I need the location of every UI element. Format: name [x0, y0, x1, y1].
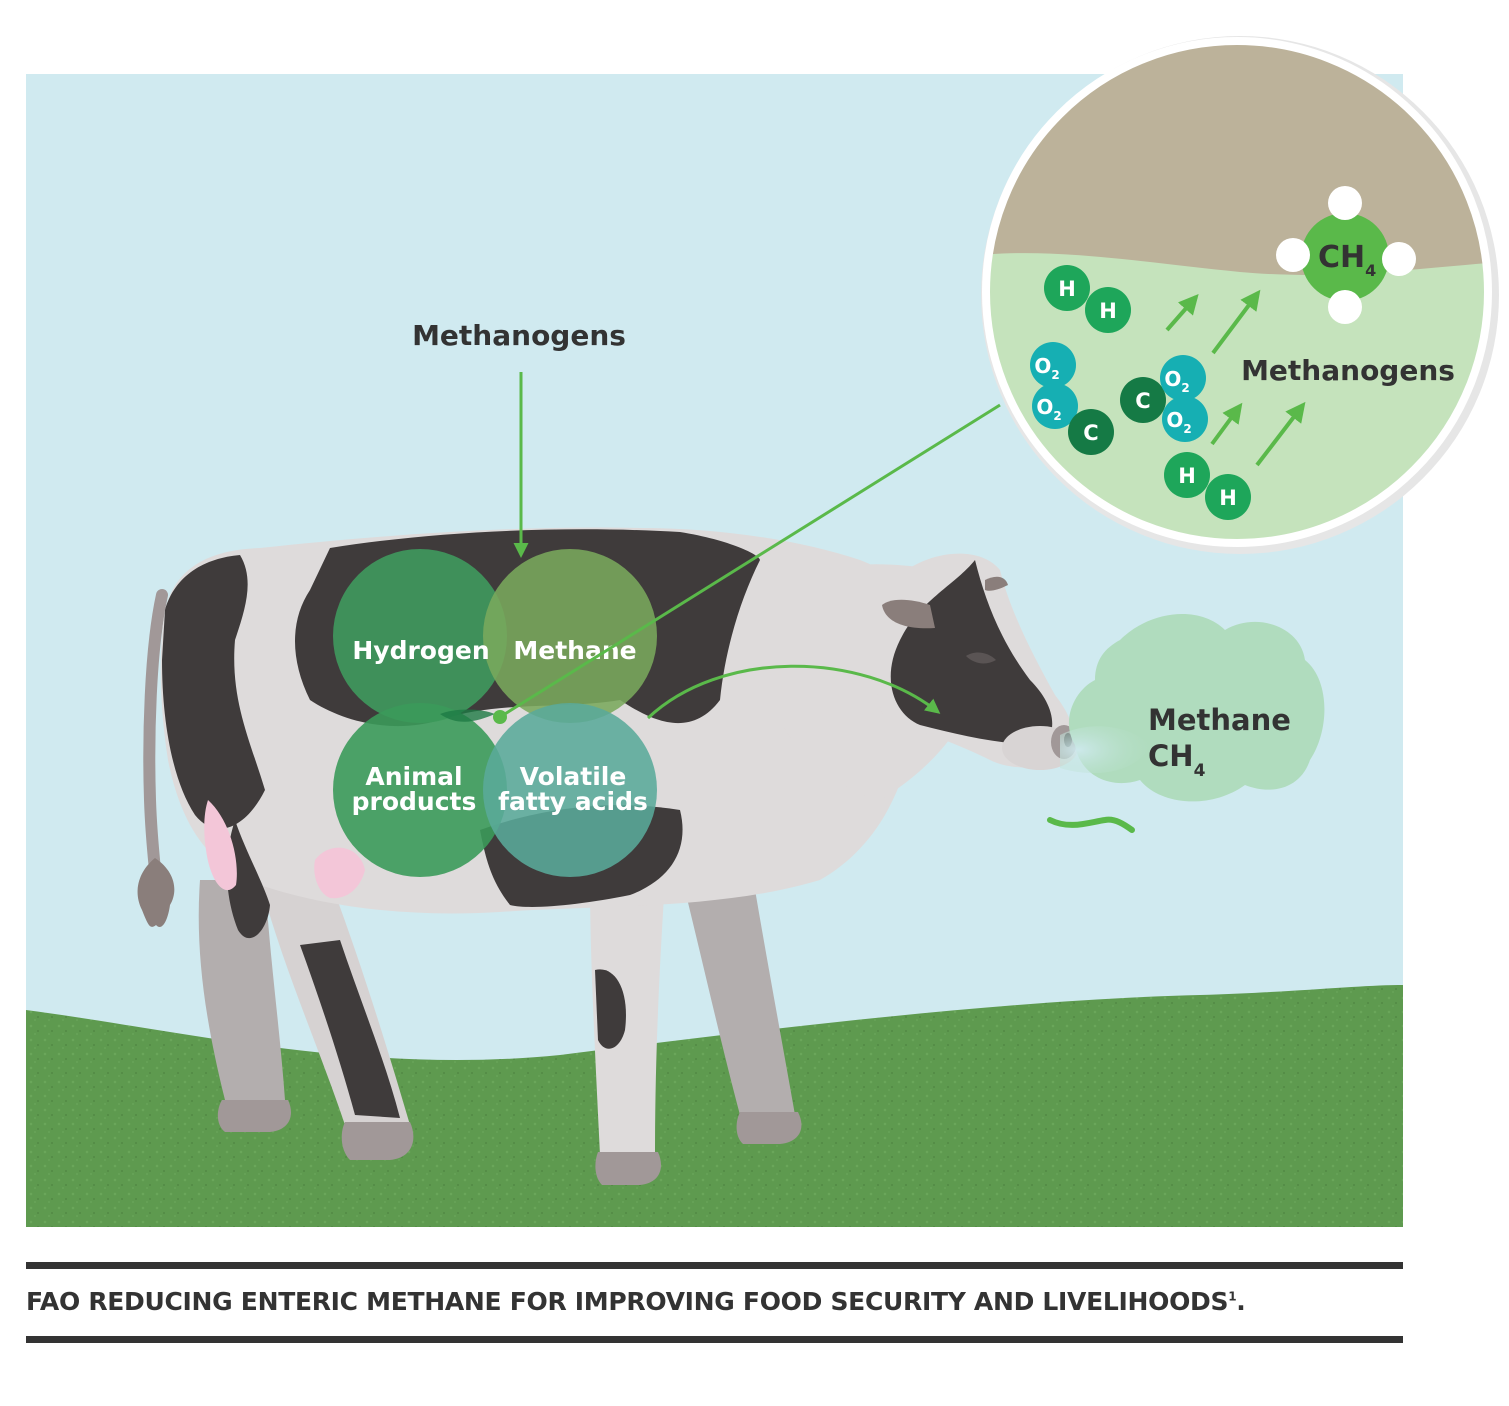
circle-animal-products [333, 703, 507, 877]
cow-udder [204, 800, 237, 891]
cow-back-leg-left [198, 880, 285, 1100]
cow-back-leg-spot [300, 940, 400, 1118]
hydrogen-symbol: H [1058, 277, 1076, 301]
oxygen-atom [1160, 355, 1206, 401]
rising-arrow [1211, 289, 1261, 355]
ch4-molecule: CH4 [1276, 186, 1416, 324]
cow-spot [162, 555, 265, 829]
label-animal-line1: Animal [365, 762, 462, 791]
hydrogen-atom [1044, 265, 1090, 311]
exhaled-methane-label: Methane [1148, 703, 1291, 737]
cow-hoof [217, 1100, 291, 1132]
carbon-symbol: C [1135, 389, 1150, 413]
cow-tail [143, 589, 168, 876]
label-vfa-line2: fatty acids [498, 787, 648, 816]
circle-methane [483, 549, 657, 723]
oxygen-atom [1162, 396, 1208, 442]
cow-udder [314, 847, 365, 899]
hydrogen-atom [1205, 474, 1251, 520]
cow-hoof [595, 1152, 661, 1185]
oxygen-symbol: O2 [1034, 354, 1059, 382]
circle-hydrogen [333, 549, 507, 723]
hydrogen-symbol: H [1099, 299, 1117, 323]
oxygen-symbol: O2 [1036, 395, 1061, 423]
breath-squiggle [1047, 816, 1135, 833]
label-vfa-line1: Volatile [520, 762, 627, 791]
label-animal-line2: products [352, 787, 477, 816]
breath-fade [1060, 726, 1150, 774]
cow-ear [882, 599, 935, 629]
hydrogen-symbol: H [1219, 486, 1237, 510]
oxygen-atom [1032, 383, 1078, 429]
caption-rule-top [26, 1262, 1403, 1269]
cow-hoof [736, 1112, 802, 1144]
ch4-hydrogen [1276, 238, 1310, 272]
ch4-hydrogen [1328, 186, 1362, 220]
co2-right: C O2 O2 [1120, 355, 1208, 442]
zoom-methanogens-label: Methanogens [1241, 354, 1455, 387]
hydrogen-atom [1164, 452, 1210, 498]
zoom-pointer-line [499, 403, 1001, 719]
caption-main: FAO REDUCING ENTERIC METHANE FOR IMPROVI… [26, 1287, 1229, 1316]
cow-front-leg-left [590, 880, 665, 1155]
exhaled-formula: CH4 [1148, 739, 1206, 781]
cow-tail-tuft [137, 858, 175, 928]
oxygen-symbol: O2 [1164, 367, 1189, 395]
methanogens-label: Methanogens [412, 319, 626, 352]
caption-rule-bottom [26, 1336, 1403, 1343]
rising-arrow [1210, 402, 1243, 446]
cow-spot [226, 820, 270, 939]
caption-footnote: 1 [1228, 1289, 1237, 1304]
circle-volatile-fatty-acids [483, 703, 657, 877]
cow-front-leg-spot [595, 969, 626, 1049]
oxygen-symbol: O2 [1166, 408, 1191, 436]
circle-overlap [440, 709, 495, 722]
rising-arrow [1255, 401, 1306, 467]
carbon-atom [1120, 377, 1166, 423]
ch4-center-atom [1301, 213, 1389, 301]
carbon-atom [1068, 409, 1114, 455]
ch4-hydrogen [1382, 242, 1416, 276]
ch4-label: CH4 [1318, 240, 1376, 280]
caption-block: FAO REDUCING ENTERIC METHANE FOR IMPROVI… [26, 1262, 1403, 1343]
cow-hoof [341, 1122, 414, 1160]
grass-hill [26, 985, 1403, 1227]
zoom-circle: CH4 Methanogens H H H H O2 O2 C [981, 36, 1499, 554]
cow-eye [966, 652, 996, 664]
co2-left: O2 O2 C [1030, 342, 1114, 455]
zoom-circle-border [982, 37, 1492, 547]
rumen-circles: Hydrogen Methane Animal products Volatil… [333, 549, 657, 877]
label-methane: Methane [513, 636, 636, 665]
carbon-symbol: C [1083, 421, 1098, 445]
caption-end: . [1236, 1287, 1246, 1316]
ch4-hydrogen [1328, 290, 1362, 324]
hydrogen-pair-bottom: H H [1164, 452, 1251, 520]
rising-arrow [1165, 293, 1199, 332]
hydrogen-symbol: H [1178, 464, 1196, 488]
zoom-pointer-dot [493, 710, 507, 724]
caption-text: FAO REDUCING ENTERIC METHANE FOR IMPROVI… [26, 1269, 1403, 1336]
exhaled-methane: Methane CH4 [1047, 613, 1325, 833]
hydrogen-pair-top: H H [1044, 265, 1131, 333]
label-hydrogen: Hydrogen [352, 636, 489, 665]
hydrogen-atom [1085, 287, 1131, 333]
rumen-to-mouth-arrow [646, 664, 941, 720]
cow-horn [985, 576, 1008, 591]
oxygen-atom [1030, 342, 1076, 388]
cow-front-leg-right [680, 860, 795, 1115]
